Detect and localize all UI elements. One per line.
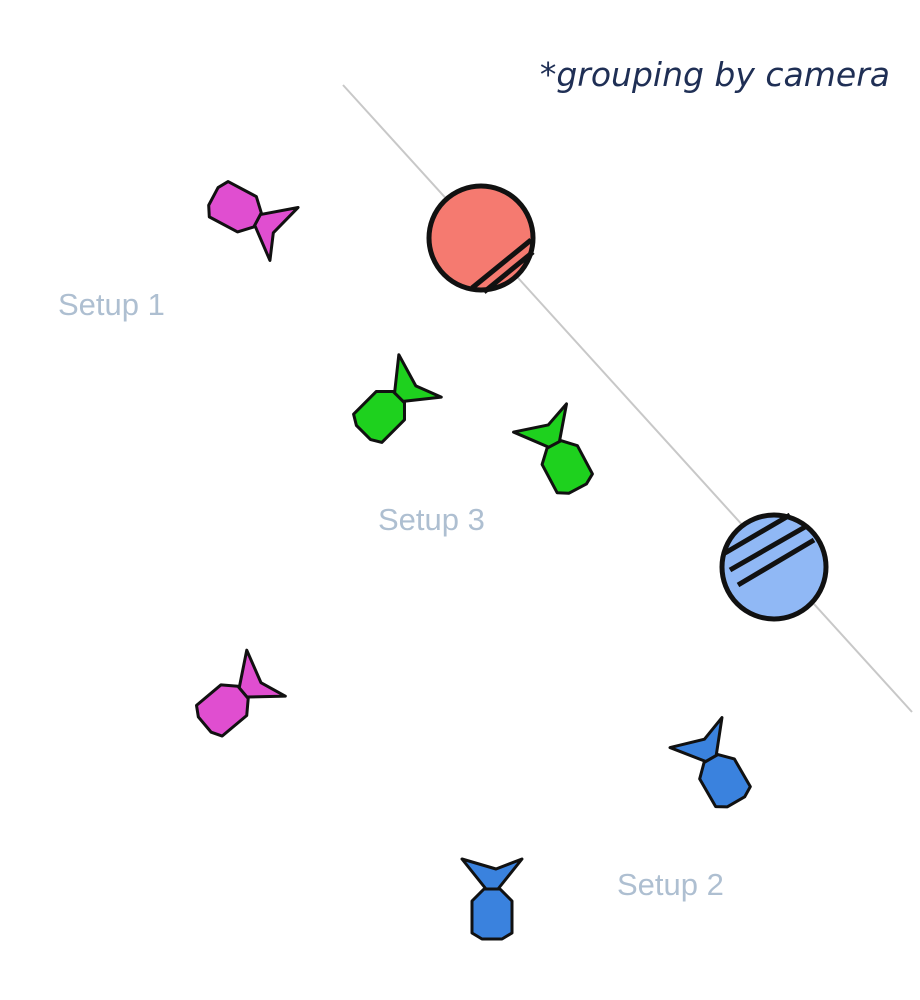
camera-icon bbox=[512, 402, 606, 505]
setup-1-label: Setup 1 bbox=[58, 287, 165, 322]
camera-icon bbox=[460, 857, 524, 941]
camera-icon bbox=[340, 353, 443, 456]
line-of-action bbox=[342, 84, 913, 713]
camera-icon bbox=[197, 168, 300, 262]
setup-3-label: Setup 3 bbox=[378, 502, 485, 537]
setup-2-label: Setup 2 bbox=[617, 867, 724, 902]
camera-icon bbox=[668, 716, 764, 819]
grouping-note: *grouping by camera bbox=[539, 55, 890, 94]
camera-icon bbox=[183, 648, 287, 750]
actor-icon bbox=[719, 512, 829, 622]
actor-icon bbox=[426, 183, 536, 294]
